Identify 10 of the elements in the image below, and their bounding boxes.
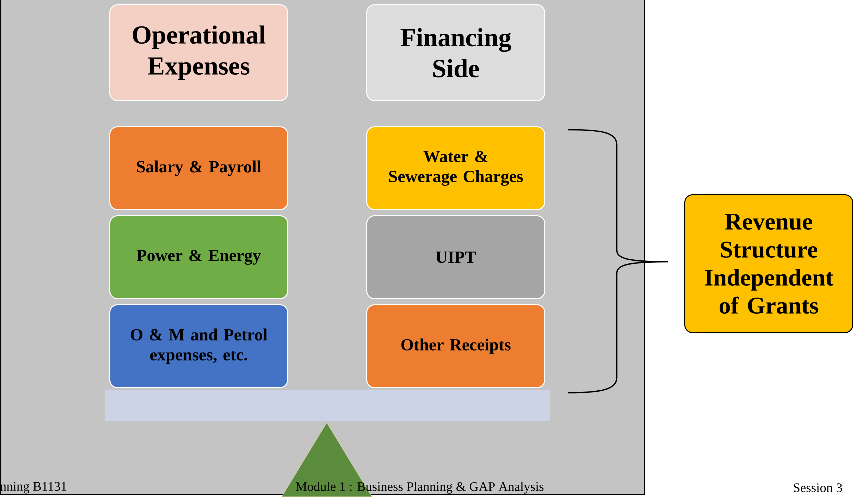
heading-box: Financing Side [366,4,546,102]
heading-box: Operational Expenses [110,4,288,102]
expense-box: O & M and Petrol expenses, etc. [110,304,288,388]
expense-box: Power & Energy [110,216,288,300]
expense-box: Salary & Payroll [110,126,288,210]
revenue-box: Water & Sewerage Charges [366,126,546,210]
summary-box: Revenue Structure Independent of Grants [684,194,853,334]
footer-text: Session 3 [794,484,842,492]
revenue-box: Other Receipts [366,304,546,388]
revenue-box: UIPT [366,216,546,300]
